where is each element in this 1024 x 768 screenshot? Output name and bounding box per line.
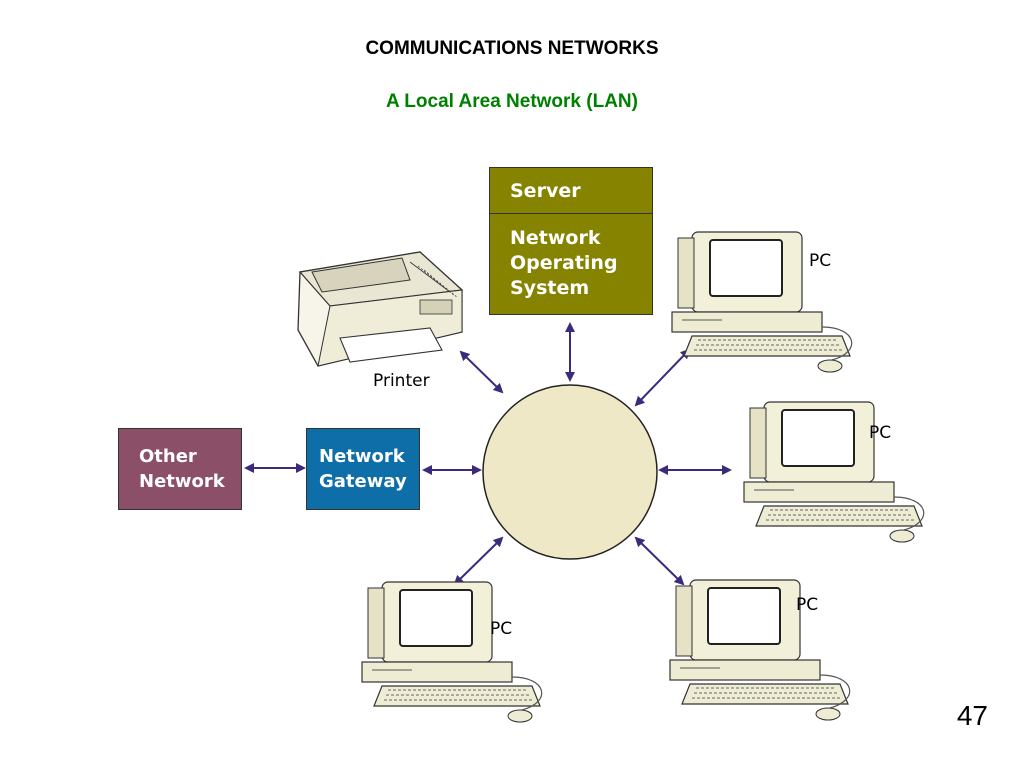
server-body-line-3: System [510, 277, 590, 299]
arrow-printer-hub [459, 350, 504, 394]
pc-icon-4 [361, 581, 543, 723]
other-network-line-2: Network [139, 471, 225, 492]
pc-label-1: PC [809, 251, 831, 271]
network-gateway-box: Network Gateway [306, 428, 420, 510]
slide-title: COMMUNICATIONS NETWORKS [365, 38, 659, 59]
pc-icon-3 [669, 579, 851, 721]
network-hub [482, 384, 658, 560]
arrow-pc1-hub [634, 348, 691, 407]
server-box: Server Network Operating System [489, 167, 653, 315]
server-body-line-1: Network [510, 227, 601, 249]
server-body-line-2: Operating [510, 252, 618, 274]
server-header: Server [490, 168, 652, 214]
pc-label-2: PC [869, 423, 891, 443]
pc-icon-2 [743, 401, 925, 543]
arrow-pc3-hub [634, 536, 685, 586]
gateway-line-2: Gateway [319, 471, 407, 492]
page-number: 47 [956, 700, 988, 731]
printer-label: Printer [373, 371, 430, 391]
connection-arrows [244, 322, 732, 586]
arrow-pc4-hub [453, 536, 504, 586]
pc-label-4: PC [490, 619, 512, 639]
pc-label-3: PC [796, 595, 818, 615]
other-network-line-1: Other [139, 446, 197, 467]
other-network-box: Other Network [118, 428, 242, 510]
gateway-line-1: Network [319, 446, 405, 467]
server-header-label: Server [510, 180, 581, 202]
printer-icon [297, 251, 464, 367]
slide-subtitle: A Local Area Network (LAN) [386, 91, 638, 112]
